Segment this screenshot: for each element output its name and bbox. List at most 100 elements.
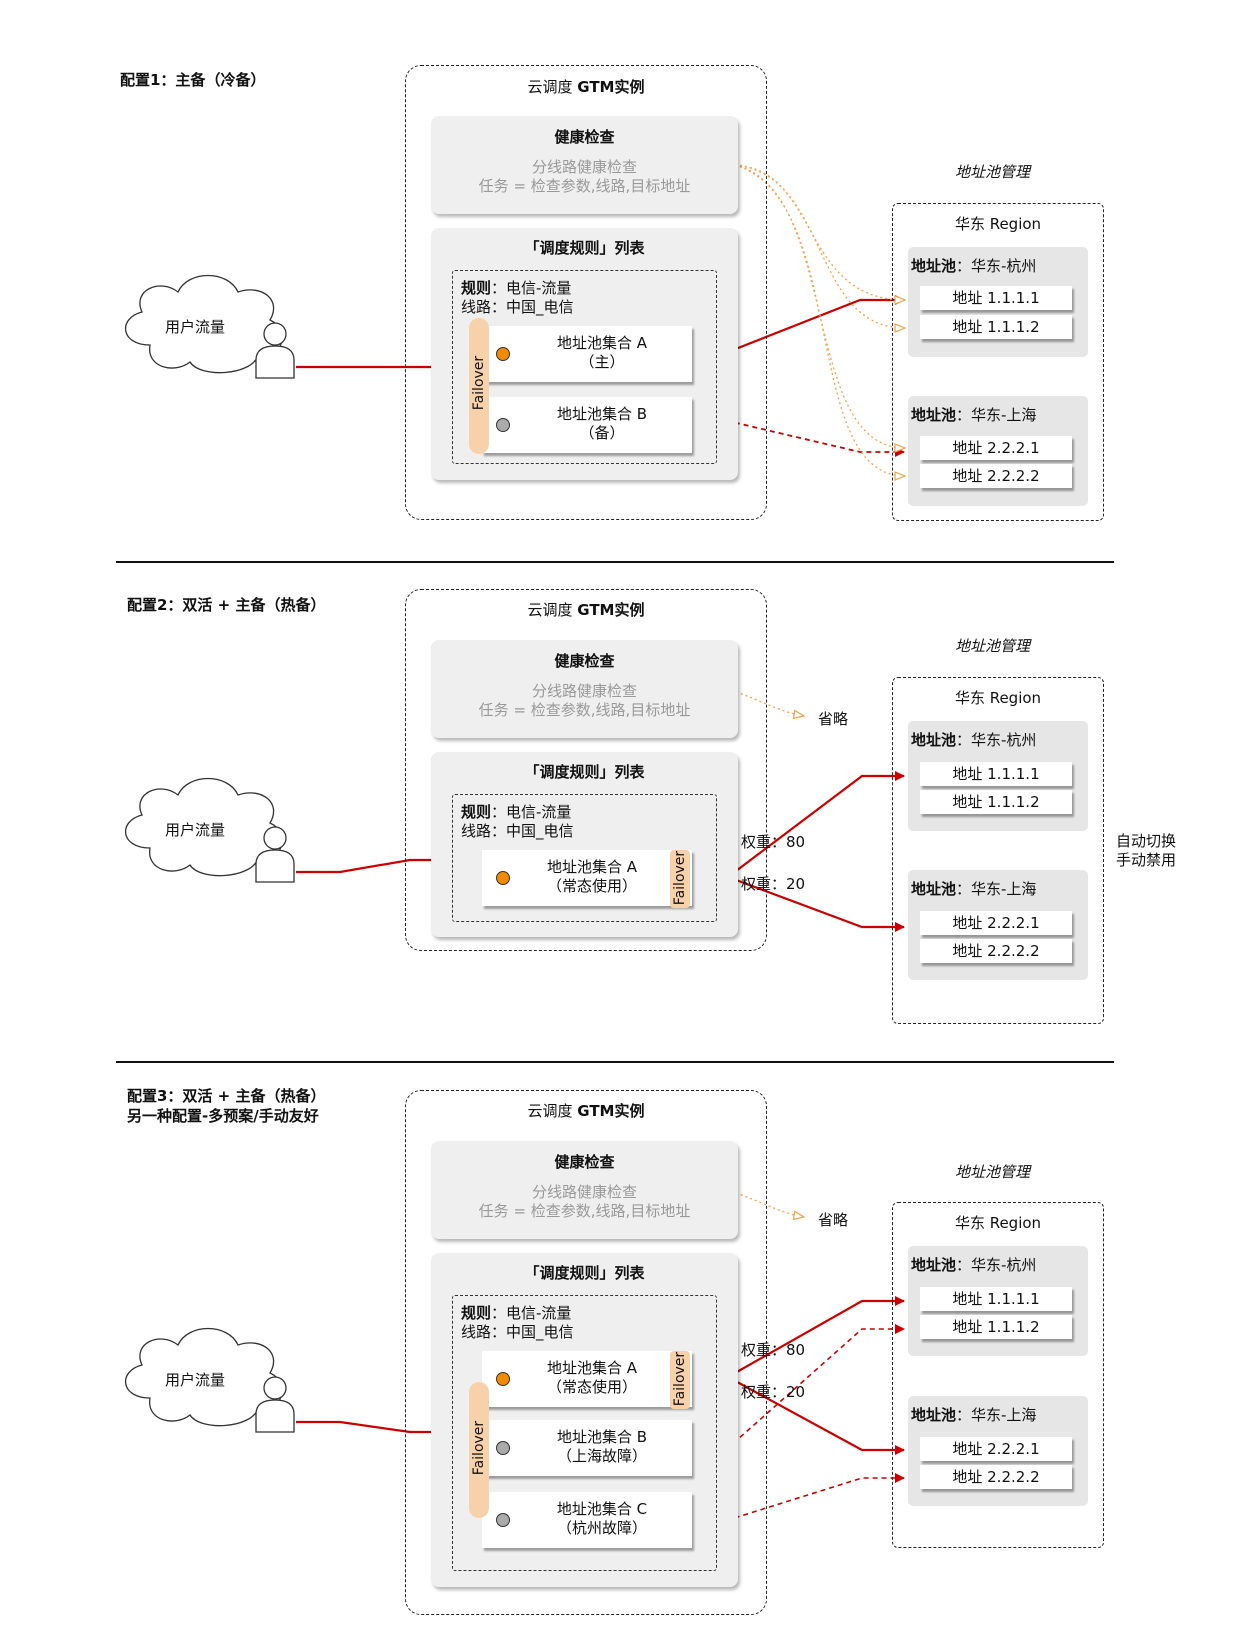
pool-set-a[interactable]: 地址池集合 A （主） (482, 326, 692, 382)
gtm-title: 云调度 GTM实例 (527, 78, 645, 96)
health-check-arrows (734, 164, 905, 476)
pool-set-b[interactable]: 地址池集合 B （上海故障） (482, 1420, 692, 1476)
failover-bar (469, 1382, 489, 1518)
address-item[interactable]: 地址 1.1.1.1 (920, 762, 1072, 786)
pool-set-b-role: （上海故障） (556, 1447, 647, 1465)
health-check-title: 健康检查 (554, 652, 615, 670)
weight-80-label: 权重：80 (741, 833, 806, 851)
health-check-panel: 健康检查 分线路健康检查 任务 = 检查参数,线路,目标地址 (431, 116, 738, 214)
address-item[interactable]: 地址 2.2.2.2 (920, 464, 1072, 488)
rule-list-title: 「调度规则」列表 (524, 1264, 645, 1282)
failover-bar (670, 850, 690, 908)
config1-title: 配置1：主备（冷备） (120, 71, 266, 89)
pool-set-b[interactable]: 地址池集合 B （备） (482, 397, 692, 453)
rule-name: 规则：电信-流量 (461, 1304, 572, 1322)
rule-line: 线路：中国_电信 (461, 822, 574, 840)
address-item[interactable]: 地址 1.1.1.2 (920, 790, 1072, 814)
region-title: 华东 Region (954, 689, 1042, 707)
pool-shanghai-title: 地址池：华东-上海 (911, 1406, 1037, 1424)
region-box: 华东 Region (892, 203, 1104, 521)
region-box: 华东 Region (892, 1202, 1104, 1548)
health-check-desc-2: 任务 = 检查参数,线路,目标地址 (478, 177, 691, 195)
rule-name: 规则：电信-流量 (461, 803, 572, 821)
cloud-icon (125, 1327, 283, 1427)
pool-set-a-name: 地址池集合 A (546, 858, 638, 876)
user-traffic-label: 用户流量 (165, 821, 226, 839)
rule-name: 规则：电信-流量 (461, 279, 572, 297)
health-check-panel: 健康检查 分线路健康检查 任务 = 检查参数,线路,目标地址 (431, 1141, 738, 1239)
rule-line: 线路：中国_电信 (461, 298, 574, 316)
failover-label: Failover (672, 850, 688, 906)
user-icon (255, 826, 295, 883)
region-box: 华东 Region (892, 677, 1104, 1024)
rule-box: 规则：电信-流量 线路：中国_电信 (452, 1295, 717, 1571)
address-pool-mgmt-title: 地址池管理 (955, 1163, 1031, 1181)
health-check-desc-1: 分线路健康检查 (531, 1183, 637, 1201)
address-item[interactable]: 地址 2.2.2.2 (920, 1465, 1072, 1489)
pool-set-c-role: （杭州故障） (556, 1519, 647, 1537)
health-check-desc-1: 分线路健康检查 (531, 682, 637, 700)
address-item[interactable]: 地址 2.2.2.1 (920, 436, 1072, 460)
user-icon (255, 1376, 295, 1433)
pool-set-a-role: （常态使用） (546, 877, 637, 895)
gtm-title: 云调度 GTM实例 (527, 1102, 645, 1120)
pool-set-b-name: 地址池集合 B (556, 405, 648, 423)
address-item[interactable]: 地址 1.1.1.2 (920, 1315, 1072, 1339)
omit-label: 省略 (818, 710, 849, 728)
section-divider (116, 561, 1114, 563)
config3-title-line-1: 配置3：双活 + 主备（热备） (127, 1087, 326, 1105)
switch-note-line-1: 自动切换 (1116, 832, 1177, 850)
status-dot-icon (496, 347, 510, 361)
failover-bar (670, 1351, 690, 1409)
pool-set-a-role: （主） (579, 353, 625, 371)
user-traffic-label: 用户流量 (165, 318, 226, 336)
user-icon (255, 322, 295, 379)
user-traffic-label: 用户流量 (165, 1371, 226, 1389)
status-dot-icon (496, 1513, 510, 1527)
switch-note: 自动切换 手动禁用 (1116, 832, 1176, 870)
address-item[interactable]: 地址 2.2.2.1 (920, 911, 1072, 935)
pool-set-c[interactable]: 地址池集合 C （杭州故障） (482, 1492, 692, 1548)
config3-title: 配置3：双活 + 主备（热备） 另一种配置-多预案/手动友好 (127, 1086, 325, 1126)
health-check-title: 健康检查 (554, 1153, 615, 1171)
omit-label: 省略 (818, 1211, 849, 1229)
weight-80-label: 权重：80 (741, 1341, 806, 1359)
pool-shanghai-title: 地址池：华东-上海 (911, 406, 1037, 424)
gtm-instance: 云调度 GTM实例 (405, 1090, 767, 1615)
pool-set-a[interactable]: 地址池集合 A （常态使用） (482, 850, 692, 906)
failover-bar (469, 318, 489, 454)
gtm-title: 云调度 GTM实例 (527, 601, 645, 619)
address-item[interactable]: 地址 1.1.1.1 (920, 286, 1072, 310)
cloud-icon (125, 777, 283, 877)
address-item[interactable]: 地址 2.2.2.2 (920, 939, 1072, 963)
pool-shanghai-title: 地址池：华东-上海 (911, 880, 1037, 898)
rule-list-title: 「调度规则」列表 (524, 239, 645, 257)
weight-20-label: 权重：20 (741, 1383, 806, 1401)
address-item[interactable]: 地址 1.1.1.1 (920, 1287, 1072, 1311)
pool-hangzhou-title: 地址池：华东-杭州 (911, 257, 1037, 275)
pool-set-a-name: 地址池集合 A (546, 1359, 638, 1377)
address-item[interactable]: 地址 2.2.2.1 (920, 1437, 1072, 1461)
section-divider (116, 1061, 1114, 1063)
region-title: 华东 Region (954, 215, 1042, 233)
pool-set-a-name: 地址池集合 A (556, 334, 648, 352)
health-check-title: 健康检查 (554, 128, 615, 146)
traffic-arrow (296, 1420, 452, 1437)
address-pool-mgmt-title: 地址池管理 (955, 163, 1031, 181)
status-dot-icon (496, 1441, 510, 1455)
address-pool-mgmt-title: 地址池管理 (955, 637, 1031, 655)
weight-20-label: 权重：20 (741, 875, 806, 893)
switch-note-line-2: 手动禁用 (1116, 851, 1177, 869)
health-check-panel: 健康检查 分线路健康检查 任务 = 检查参数,线路,目标地址 (431, 640, 738, 738)
gtm-instance: 云调度 GTM实例 (405, 65, 767, 520)
pool-set-b-name: 地址池集合 B (556, 1428, 648, 1446)
rule-line: 线路：中国_电信 (461, 1323, 574, 1341)
failover-label: Failover (672, 1351, 688, 1407)
status-dot-icon (496, 418, 510, 432)
region-title: 华东 Region (954, 1214, 1042, 1232)
pool-set-a-role: （常态使用） (546, 1378, 637, 1396)
health-check-desc-2: 任务 = 检查参数,线路,目标地址 (478, 1202, 691, 1220)
pool-set-b-role: （备） (579, 424, 625, 442)
pool-set-a[interactable]: 地址池集合 A （常态使用） (482, 1351, 692, 1407)
address-item[interactable]: 地址 1.1.1.2 (920, 315, 1072, 339)
